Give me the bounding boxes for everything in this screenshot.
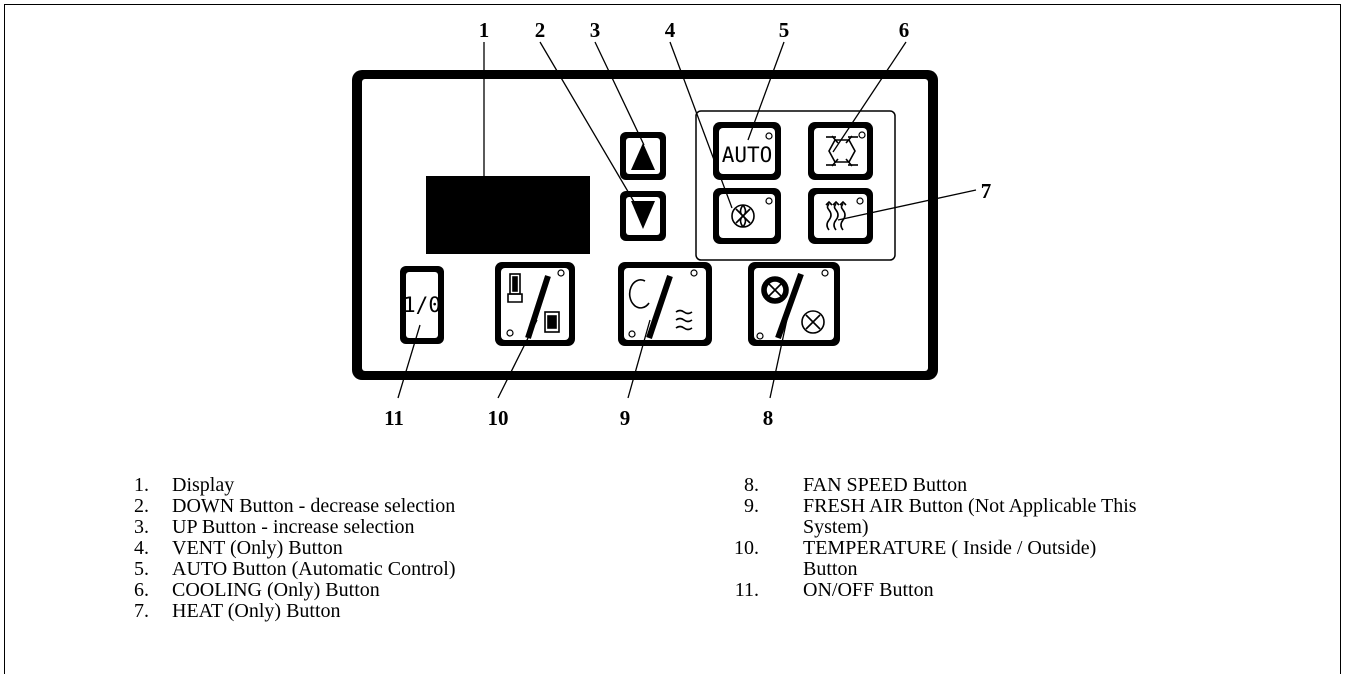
snowflake-icon bbox=[826, 135, 858, 167]
legend-num: 2. bbox=[134, 495, 149, 517]
vent-button[interactable] bbox=[713, 188, 781, 244]
legend-item: 1. Display bbox=[113, 475, 593, 496]
legend-item: 10. TEMPERATURE ( Inside / Outside) bbox=[703, 538, 1223, 559]
legend-item: 6. COOLING (Only) Button bbox=[113, 580, 593, 601]
callout-8: 8 bbox=[763, 406, 774, 430]
legend-item: Button bbox=[703, 559, 1223, 580]
legend-num: 3. bbox=[134, 516, 149, 538]
callout-11: 11 bbox=[384, 406, 404, 430]
cooling-button[interactable] bbox=[808, 122, 873, 180]
legend-num: 7. bbox=[134, 600, 149, 622]
callout-7: 7 bbox=[981, 179, 992, 203]
up-button[interactable] bbox=[620, 132, 666, 180]
down-button[interactable] bbox=[620, 191, 666, 241]
legend-text: TEMPERATURE ( Inside / Outside) bbox=[803, 537, 1097, 559]
legend-num: 5. bbox=[134, 558, 149, 580]
legend-item: 5. AUTO Button (Automatic Control) bbox=[113, 559, 593, 580]
callout-4: 4 bbox=[665, 18, 676, 42]
legend-num: 6. bbox=[134, 579, 149, 601]
legend-item: 11. ON/OFF Button bbox=[703, 580, 1223, 601]
legend-num: 8. bbox=[744, 474, 759, 496]
legend-num: 10. bbox=[734, 537, 759, 559]
auto-button-label: AUTO bbox=[722, 143, 773, 167]
auto-button[interactable]: AUTO bbox=[713, 122, 781, 180]
callout-10: 10 bbox=[488, 406, 509, 430]
legend-text: Display bbox=[172, 474, 235, 496]
up-arrow-icon bbox=[631, 143, 655, 170]
callout-5: 5 bbox=[779, 18, 790, 42]
callout-3: 3 bbox=[590, 18, 601, 42]
thermometer-icon bbox=[507, 273, 560, 333]
callout-6: 6 bbox=[899, 18, 910, 42]
legend-item: 9. FRESH AIR Button (Not Applicable This bbox=[703, 496, 1223, 517]
legend-text: COOLING (Only) Button bbox=[172, 579, 380, 601]
fan-speed-button[interactable] bbox=[748, 262, 840, 346]
figure-frame bbox=[4, 4, 1341, 674]
legend-num: 4. bbox=[134, 537, 149, 559]
legend-item: 7. HEAT (Only) Button bbox=[113, 601, 593, 622]
legend-num: 11. bbox=[734, 579, 759, 601]
legend-text: FRESH AIR Button (Not Applicable This bbox=[803, 495, 1137, 517]
fresh-air-icon bbox=[628, 279, 693, 331]
legend-text: FAN SPEED Button bbox=[803, 474, 968, 496]
display-screen bbox=[426, 176, 590, 254]
legend-item: 4. VENT (Only) Button bbox=[113, 538, 593, 559]
temperature-button[interactable] bbox=[495, 262, 575, 346]
onoff-button[interactable]: 1/0 bbox=[400, 266, 444, 344]
legend-text: ON/OFF Button bbox=[803, 579, 934, 601]
heat-waves-icon bbox=[825, 200, 847, 231]
legend-num: 1. bbox=[134, 474, 149, 496]
control-panel-diagram: AUTO bbox=[352, 18, 991, 430]
legend-left: 1. Display 2. DOWN Button - decrease selec… bbox=[113, 475, 593, 622]
legend-item: 3. UP Button - increase selection bbox=[113, 517, 593, 538]
legend-text: AUTO Button (Automatic Control) bbox=[172, 558, 456, 580]
callout-2: 2 bbox=[535, 18, 546, 42]
legend-num: 9. bbox=[744, 495, 759, 517]
legend-item: 8. FAN SPEED Button bbox=[703, 475, 1223, 496]
legend-text: System) bbox=[803, 516, 869, 538]
legend-text: DOWN Button - decrease selection bbox=[172, 495, 456, 517]
heat-button[interactable] bbox=[808, 188, 873, 244]
legend-text: UP Button - increase selection bbox=[172, 516, 415, 538]
callout-1: 1 bbox=[479, 18, 490, 42]
legend-right: 8. FAN SPEED Button 9. FRESH AIR Button (N… bbox=[703, 475, 1223, 601]
fan-icon bbox=[731, 204, 755, 228]
legend-text: VENT (Only) Button bbox=[172, 537, 343, 559]
legend-text: HEAT (Only) Button bbox=[172, 600, 341, 622]
legend-item: System) bbox=[703, 517, 1223, 538]
callout-numbers: 1 2 3 4 5 6 7 8 9 10 11 bbox=[384, 18, 991, 430]
leader-lines bbox=[397, 41, 977, 399]
legend-text: Button bbox=[803, 558, 858, 580]
callout-9: 9 bbox=[620, 406, 631, 430]
onoff-button-label: 1/0 bbox=[403, 293, 441, 317]
fan-speed-icon bbox=[761, 276, 825, 334]
fresh-air-button[interactable] bbox=[618, 262, 712, 346]
legend-item: 2. DOWN Button - decrease selection bbox=[113, 496, 593, 517]
